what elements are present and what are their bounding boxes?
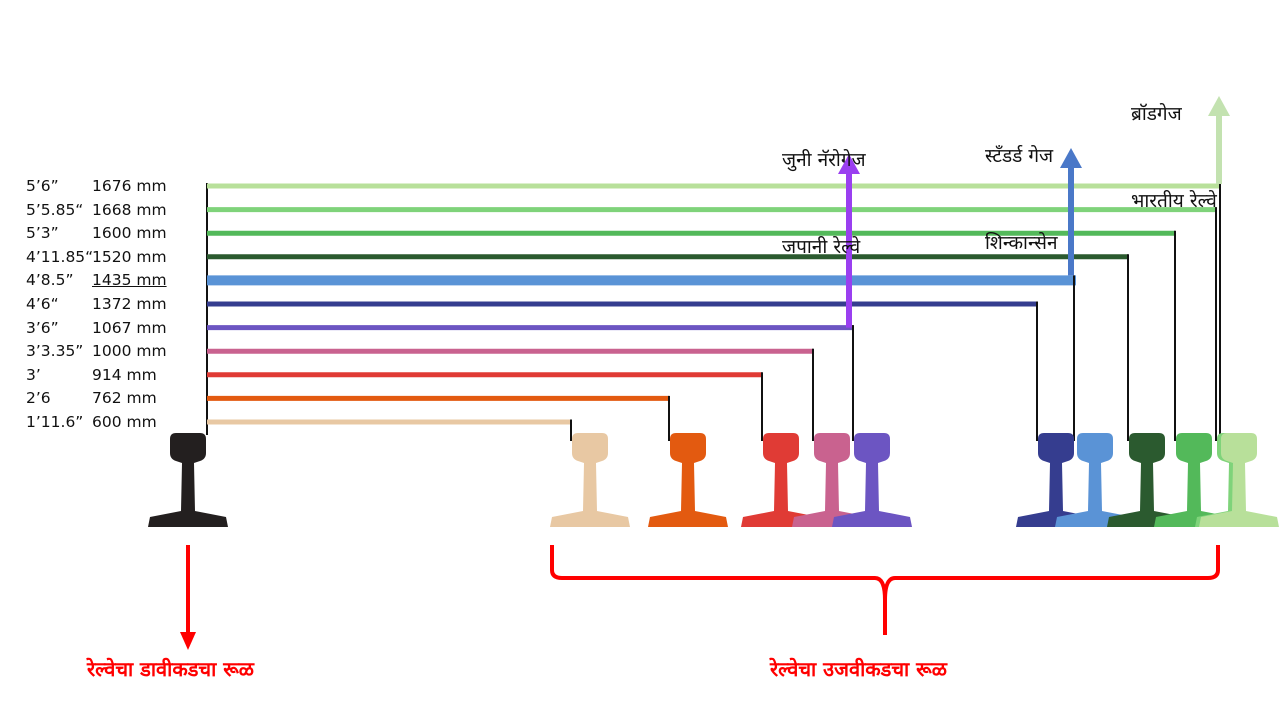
gauge-label-imperial: 5’6” [26, 177, 59, 195]
rail-profile-762mm [648, 433, 728, 527]
gauge-label-imperial: 3’ [26, 365, 41, 384]
rail-profile-1600mm [1154, 433, 1234, 527]
gauge-label: 3’6” 1067 mm [26, 319, 167, 337]
gauge-label-metric: 1000 mm [92, 342, 167, 361]
gauge-label: 3’3.35” 1000 mm [26, 342, 167, 360]
gauge-label-metric: 1067 mm [92, 318, 167, 337]
gauge-label-imperial: 5’3” [26, 224, 59, 243]
standard-gauge-callout-line1: स्टँडर्ड गेज [985, 145, 1054, 167]
left-rail-arrow-head [180, 632, 196, 650]
gauge-label-imperial: 1’11.6” [26, 413, 84, 431]
gauge-label: 4’6“ 1372 mm [26, 295, 167, 313]
rail-profile-1520mm [1107, 433, 1187, 527]
gauge-label-imperial: 4’6“ [26, 295, 59, 313]
gauge-label-imperial: 4’8.5” [26, 271, 74, 290]
rail-profile-1372mm [1016, 433, 1096, 527]
gauge-label: 4’8.5” 1435 mm [26, 271, 167, 289]
gauge-label: 5’6” 1676 mm [26, 177, 167, 195]
gauge-label: 4’11.85“1520 mm [26, 248, 167, 266]
gauge-label-metric: 1676 mm [92, 177, 167, 195]
right-rail-caption: रेल्वेचा उजवीकडचा रूळ [770, 657, 947, 681]
broad-gauge-callout-line2: भारतीय रेल्वे [1131, 190, 1217, 212]
gauge-label-imperial: 4’11.85“ [26, 247, 94, 266]
bottom-annotations [180, 545, 1220, 650]
right-rails-brace [550, 545, 1220, 635]
narrow-gauge-callout-line2: जपानी रेल्वे [782, 236, 861, 258]
gauge-label-metric: 1435 mm [92, 271, 167, 290]
gauge-label-metric: 1520 mm [92, 247, 167, 266]
broad-gauge-callout-line1: ब्रॉडगेज [1131, 103, 1182, 125]
gauge-label-metric: 914 mm [92, 365, 157, 384]
narrow-gauge-arrow-head [838, 154, 860, 174]
gauge-label: 5’3” 1600 mm [26, 224, 167, 242]
gauge-label-imperial: 5’5.85“ [26, 200, 84, 219]
gauge-label: 2’6 762 mm [26, 389, 157, 407]
rail-profile-1000mm [792, 433, 872, 527]
rail-profile-1067mm [832, 433, 912, 527]
gauge-label: 1’11.6” 600 mm [26, 413, 157, 431]
gauge-label-metric: 600 mm [92, 413, 157, 431]
rail-profile-1676mm [1199, 433, 1279, 527]
narrow-gauge-callout: जुनी नॅरोगेज जपानी रेल्वे [782, 88, 866, 291]
gauge-label-imperial: 3’3.35” [26, 342, 84, 361]
standard-gauge-callout-line2: शिन्कान्सेन [985, 232, 1058, 254]
gauge-label-imperial: 3’6” [26, 318, 59, 337]
gauge-label-metric: 1372 mm [92, 295, 167, 313]
gauge-label: 5’5.85“ 1668 mm [26, 201, 167, 219]
rail-profile-914mm [741, 433, 821, 527]
gauge-label-metric: 1668 mm [92, 200, 167, 219]
narrow-gauge-callout-line1: जुनी नॅरोगेज [782, 149, 866, 171]
rail-profile-600mm [550, 433, 630, 527]
gauge-label-imperial: 2’6 [26, 389, 51, 408]
broad-gauge-callout: ब्रॉडगेज भारतीय रेल्वे [1131, 42, 1217, 245]
gauge-label: 3’ 914 mm [26, 366, 157, 384]
standard-gauge-callout: स्टँडर्ड गेज शिन्कान्सेन [985, 84, 1058, 287]
left-rail-caption: रेल्वेचा डावीकडचा रूळ [87, 657, 254, 681]
standard-gauge-arrow-head [1060, 148, 1082, 168]
left-rail-profile [148, 433, 228, 527]
gauge-label-metric: 1600 mm [92, 224, 167, 243]
rail-profile-1435mm [1055, 433, 1135, 527]
gauge-lines [206, 183, 1221, 441]
callout-arrows [838, 96, 1230, 328]
rail-profiles [148, 433, 1279, 527]
gauge-label-metric: 762 mm [92, 389, 157, 408]
broad-gauge-arrow-head [1208, 96, 1230, 116]
